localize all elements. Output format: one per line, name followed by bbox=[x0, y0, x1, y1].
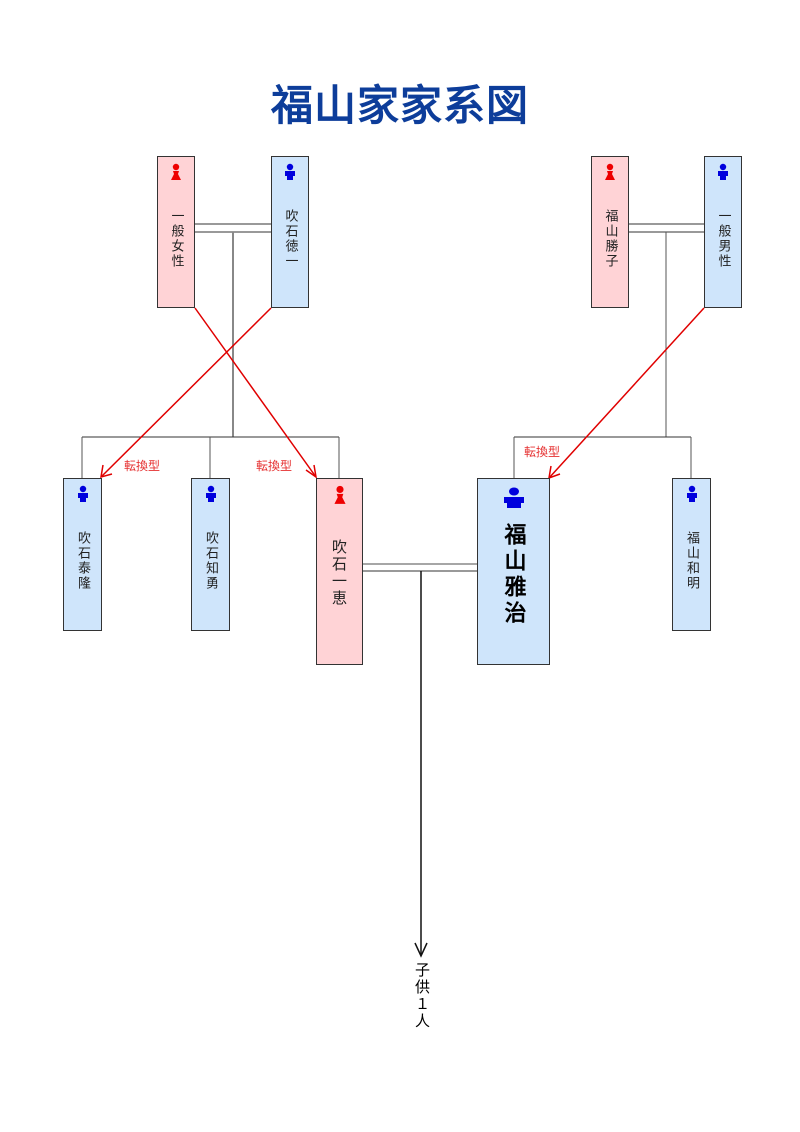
offspring-note: 子供１人 bbox=[413, 962, 431, 1030]
inheritance-label: 転換型 bbox=[256, 459, 293, 473]
person-card-grandmother-right[interactable]: 福山勝子 bbox=[591, 156, 629, 308]
person-card-kazue[interactable]: 吹石一恵 bbox=[316, 478, 363, 665]
male-person-icon bbox=[686, 485, 697, 502]
male-person-icon bbox=[285, 163, 295, 180]
arrowhead-yasutaka bbox=[100, 464, 113, 479]
person-name: 福山勝子 bbox=[602, 209, 618, 269]
female-person-icon bbox=[333, 485, 346, 504]
person-card-tomoyu[interactable]: 吹石知勇 bbox=[191, 478, 230, 631]
male-person-icon bbox=[205, 485, 216, 502]
child-arrowhead bbox=[414, 942, 428, 958]
inheritance-label: 転換型 bbox=[524, 445, 561, 459]
page-title: 福山家家系図 bbox=[270, 81, 529, 130]
arrow-grandfather-to-masaharu bbox=[548, 307, 705, 479]
person-card-yasutaka[interactable]: 吹石泰隆 bbox=[63, 478, 102, 631]
female-person-icon bbox=[171, 163, 181, 180]
person-name: 吹石徳一 bbox=[282, 209, 298, 269]
arrow-grandmother-to-kazue bbox=[194, 307, 317, 478]
male-person-icon bbox=[503, 487, 524, 508]
person-name: 福山雅治 bbox=[500, 523, 527, 627]
person-card-grandfather-right[interactable]: 一般男性 bbox=[704, 156, 742, 308]
person-name: 吹石一恵 bbox=[330, 539, 348, 607]
arrow-grandfather-to-yasutaka bbox=[100, 307, 272, 478]
female-person-icon bbox=[605, 163, 615, 180]
person-card-grandmother-left[interactable]: 一般女性 bbox=[157, 156, 195, 308]
male-person-icon bbox=[77, 485, 88, 502]
inheritance-label: 転換型 bbox=[124, 459, 161, 473]
person-name: 吹石泰隆 bbox=[75, 531, 90, 591]
person-card-grandfather-left[interactable]: 吹石徳一 bbox=[271, 156, 309, 308]
person-name: 一般女性 bbox=[168, 209, 184, 269]
male-person-icon bbox=[718, 163, 728, 180]
person-name: 一般男性 bbox=[715, 209, 731, 269]
person-name: 吹石知勇 bbox=[203, 531, 218, 591]
person-name: 福山和明 bbox=[684, 531, 699, 591]
person-card-kazuaki[interactable]: 福山和明 bbox=[672, 478, 711, 631]
person-card-masaharu[interactable]: 福山雅治 bbox=[477, 478, 550, 665]
arrowhead-kazue bbox=[305, 464, 318, 479]
